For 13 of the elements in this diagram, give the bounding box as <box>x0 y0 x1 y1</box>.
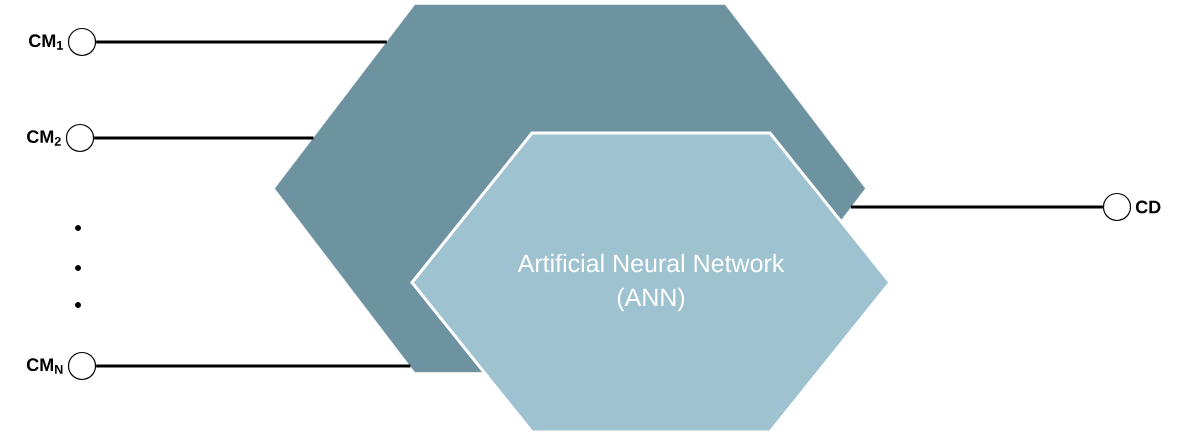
terminal-circle <box>67 351 97 381</box>
connector-line <box>96 364 411 368</box>
connector-line <box>96 40 387 44</box>
terminal-label: CM$_{N}$ <box>26 358 63 374</box>
terminal-circle <box>65 123 95 153</box>
connector-line <box>94 136 314 140</box>
connector-line <box>850 205 1103 209</box>
terminal-circle <box>1102 192 1132 222</box>
hexagon-box: Artificial Neural Network (ANN) <box>410 131 892 433</box>
terminal-label: CD <box>1135 200 1161 214</box>
terminal-circle <box>67 27 97 57</box>
terminal-label: CM$_{1}$ <box>29 34 63 50</box>
terminal-label: CM$_{2}$ <box>27 130 61 146</box>
